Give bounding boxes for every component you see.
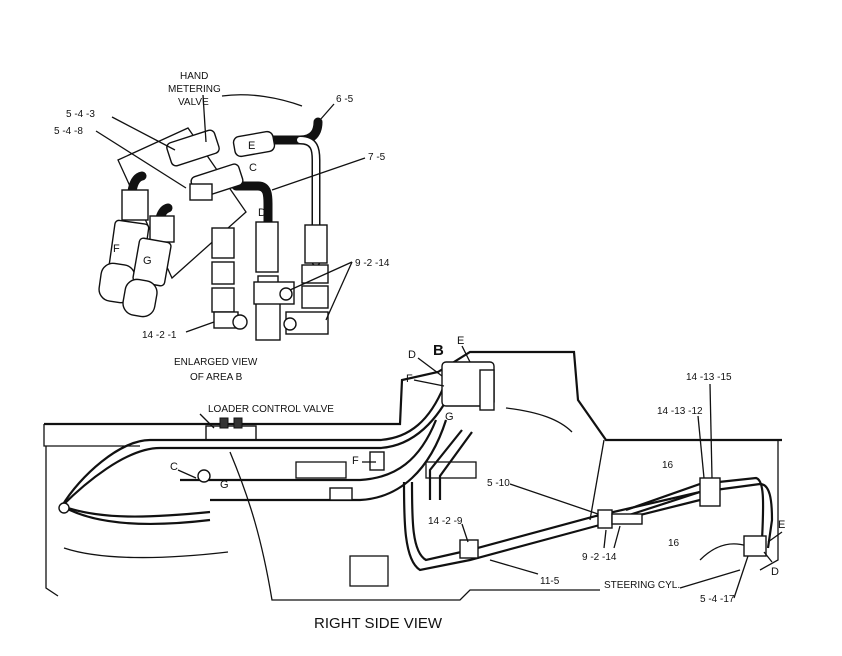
- fitting-stem: [255, 299, 281, 341]
- fitting-nut: [211, 261, 235, 285]
- part-14-13-12: 14 -13 -12: [657, 406, 703, 417]
- enlarged-view: HAND METERING VALVE 5 -4 -3 5 -4 -8 6 -5…: [54, 71, 390, 383]
- part-5-4-17: 5 -4 -17: [700, 594, 735, 605]
- part-16-a: 16: [662, 460, 674, 471]
- letter-c: C: [170, 461, 178, 473]
- letter-d-top: D: [408, 349, 416, 361]
- fitting-14-13-15: [699, 477, 721, 507]
- letter-d-right: D: [771, 566, 779, 578]
- letter-g: G: [220, 479, 229, 491]
- letter-d: D: [258, 207, 266, 219]
- letter-g: G: [143, 255, 152, 267]
- valve-block-side: [479, 369, 495, 411]
- fitting-g: [197, 469, 211, 483]
- steering-cyl-label: STEERING CYL.: [604, 580, 680, 591]
- fitting-6-5: [304, 224, 328, 264]
- hand-valve-label: HAND: [180, 71, 208, 82]
- fitting-f: [369, 451, 385, 471]
- right-side-view: LOADER CONTROL VALVE B D E F G C G F 5 -…: [43, 335, 785, 632]
- part-5-10: 5 -10: [487, 478, 510, 489]
- letter-e-top: E: [457, 335, 464, 347]
- fitting-f: [121, 189, 149, 221]
- fitting-port: [232, 314, 248, 330]
- connector-e: [232, 130, 276, 158]
- enlarged-caption: OF AREA B: [190, 372, 243, 383]
- part-11-5: 11-5: [540, 576, 560, 587]
- part-7-5: 7 -5: [368, 152, 386, 163]
- letter-f-top: F: [406, 373, 413, 385]
- steering-cylinder-fitting: [743, 535, 767, 557]
- letter-e: E: [248, 140, 255, 152]
- part-6-5: 6 -5: [336, 94, 354, 105]
- letter-f-mid: F: [352, 455, 359, 467]
- valve-spool: [233, 417, 243, 429]
- part-16-b: 16: [668, 538, 680, 549]
- valve-port: [189, 183, 213, 201]
- frame-box: [349, 555, 389, 587]
- fitting-9-2-14: [611, 513, 643, 525]
- part-14-2-1: 14 -2 -1: [142, 330, 177, 341]
- part-9-2-14: 9 -2 -14: [582, 552, 617, 563]
- part-5-4-3: 5 -4 -3: [66, 109, 95, 120]
- part-14-13-15: 14 -13 -15: [686, 372, 732, 383]
- letter-f: F: [113, 243, 120, 255]
- fitting-end: [58, 502, 70, 514]
- letter-e-right: E: [778, 519, 785, 531]
- fitting-g: [149, 215, 175, 243]
- hand-valve-label: VALVE: [178, 97, 209, 108]
- fitting-14-2-1: [211, 227, 235, 259]
- part-14-2-9: 14 -2 -9: [428, 516, 463, 527]
- fitting-nut: [211, 287, 235, 313]
- fitting-nut: [301, 285, 329, 309]
- part-9-2-14: 9 -2 -14: [355, 258, 390, 269]
- hose-end-g: [122, 278, 158, 318]
- loader-control-valve-label: LOADER CONTROL VALVE: [208, 404, 334, 415]
- letter-g-top: G: [445, 411, 454, 423]
- frame-slot: [295, 461, 347, 479]
- fitting-nut: [301, 264, 329, 284]
- valve-spool: [219, 417, 229, 429]
- hand-valve-label: METERING: [168, 84, 221, 95]
- fitting-7-5: [255, 221, 279, 273]
- tee-port: [279, 287, 293, 301]
- letter-c: C: [249, 162, 257, 174]
- part-5-4-8: 5 -4 -8: [54, 126, 83, 137]
- view-title: RIGHT SIDE VIEW: [314, 615, 443, 632]
- fitting-inline: [329, 487, 353, 501]
- enlarged-caption: ENLARGED VIEW: [174, 357, 258, 368]
- tee-port: [283, 317, 297, 331]
- chassis-outline: [44, 350, 782, 442]
- letter-b: B: [433, 342, 444, 359]
- clamp-14-2-9: [459, 539, 479, 559]
- fitting-9-2-14: [597, 509, 613, 529]
